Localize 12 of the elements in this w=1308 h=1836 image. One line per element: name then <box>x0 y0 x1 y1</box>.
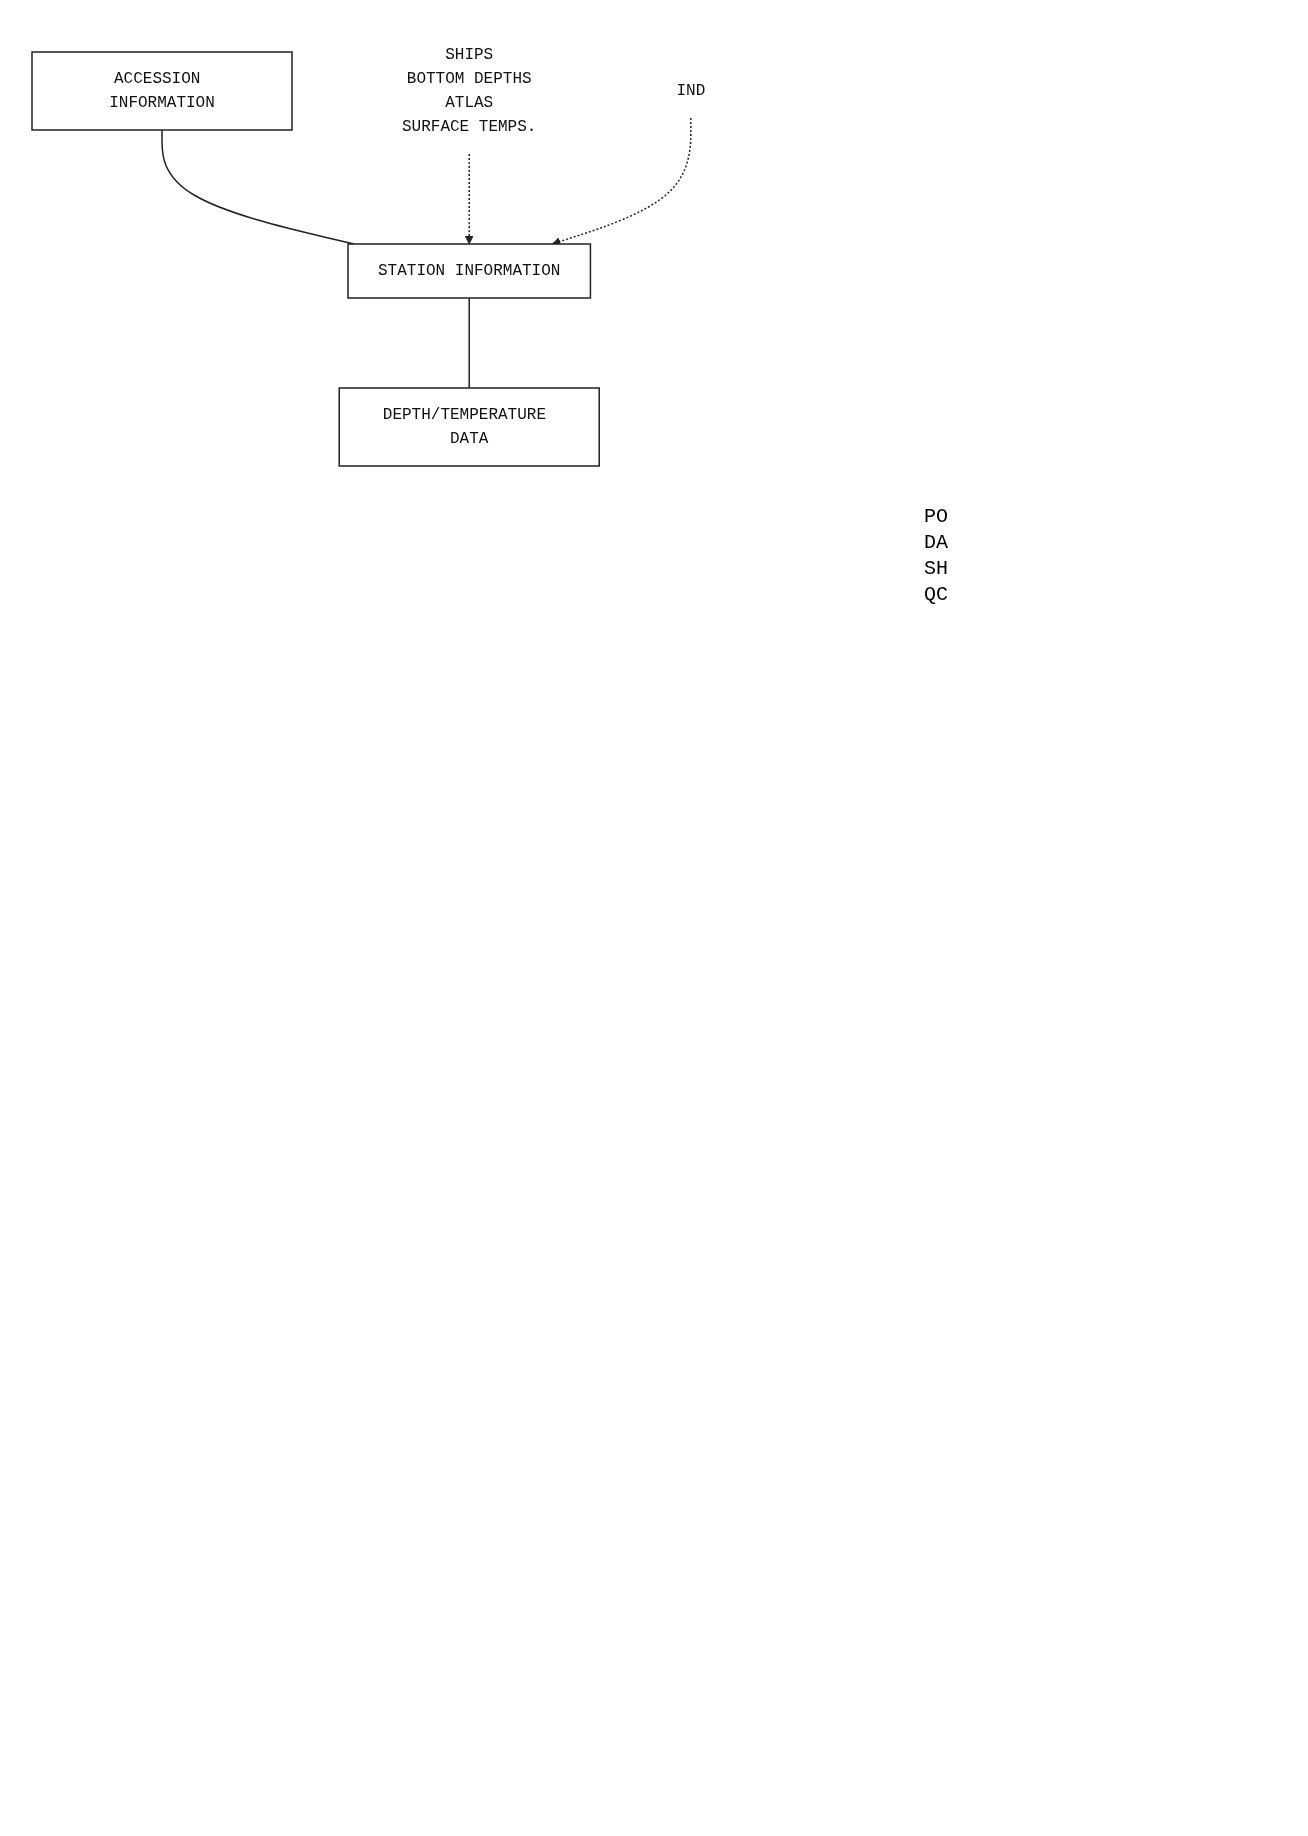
node-box: DEPTH/TEMPERATURE DATA <box>338 387 600 467</box>
note-text: QC <box>924 582 948 608</box>
node-box: STATION INFORMATION <box>347 243 592 299</box>
node-text: SHIPS BOTTOM DEPTHS ATLAS SURFACE TEMPS. <box>402 46 537 136</box>
node-text: IND <box>676 82 706 100</box>
note-text: DA <box>924 530 948 556</box>
note-text: PO <box>924 504 948 530</box>
node-box: ACCESSION INFORMATION <box>31 51 293 131</box>
arrow <box>551 117 692 246</box>
arrow <box>464 153 474 245</box>
connector <box>468 297 470 389</box>
note-text: SH <box>924 556 948 582</box>
